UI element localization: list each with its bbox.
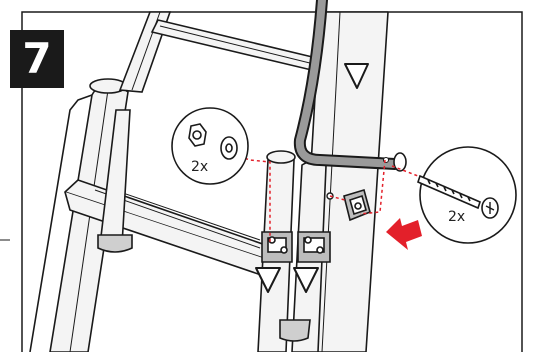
screw-callout (418, 147, 516, 243)
step-number-badge: 7 (10, 30, 64, 88)
hex-nut-icon (189, 124, 206, 146)
red-arrow-icon (386, 218, 422, 250)
washer-icon (221, 137, 237, 159)
screw-quantity: 2x (448, 210, 465, 224)
washer-nut-callout (172, 108, 248, 184)
ladder-rung-upper (152, 20, 325, 72)
hinge-clamp-mounted-a (262, 232, 292, 262)
ladder-foot-caps (280, 320, 310, 341)
hinge-clamp-mounted-b (298, 232, 330, 262)
step-number: 7 (22, 38, 51, 80)
washer-nut-quantity: 2x (191, 160, 208, 174)
